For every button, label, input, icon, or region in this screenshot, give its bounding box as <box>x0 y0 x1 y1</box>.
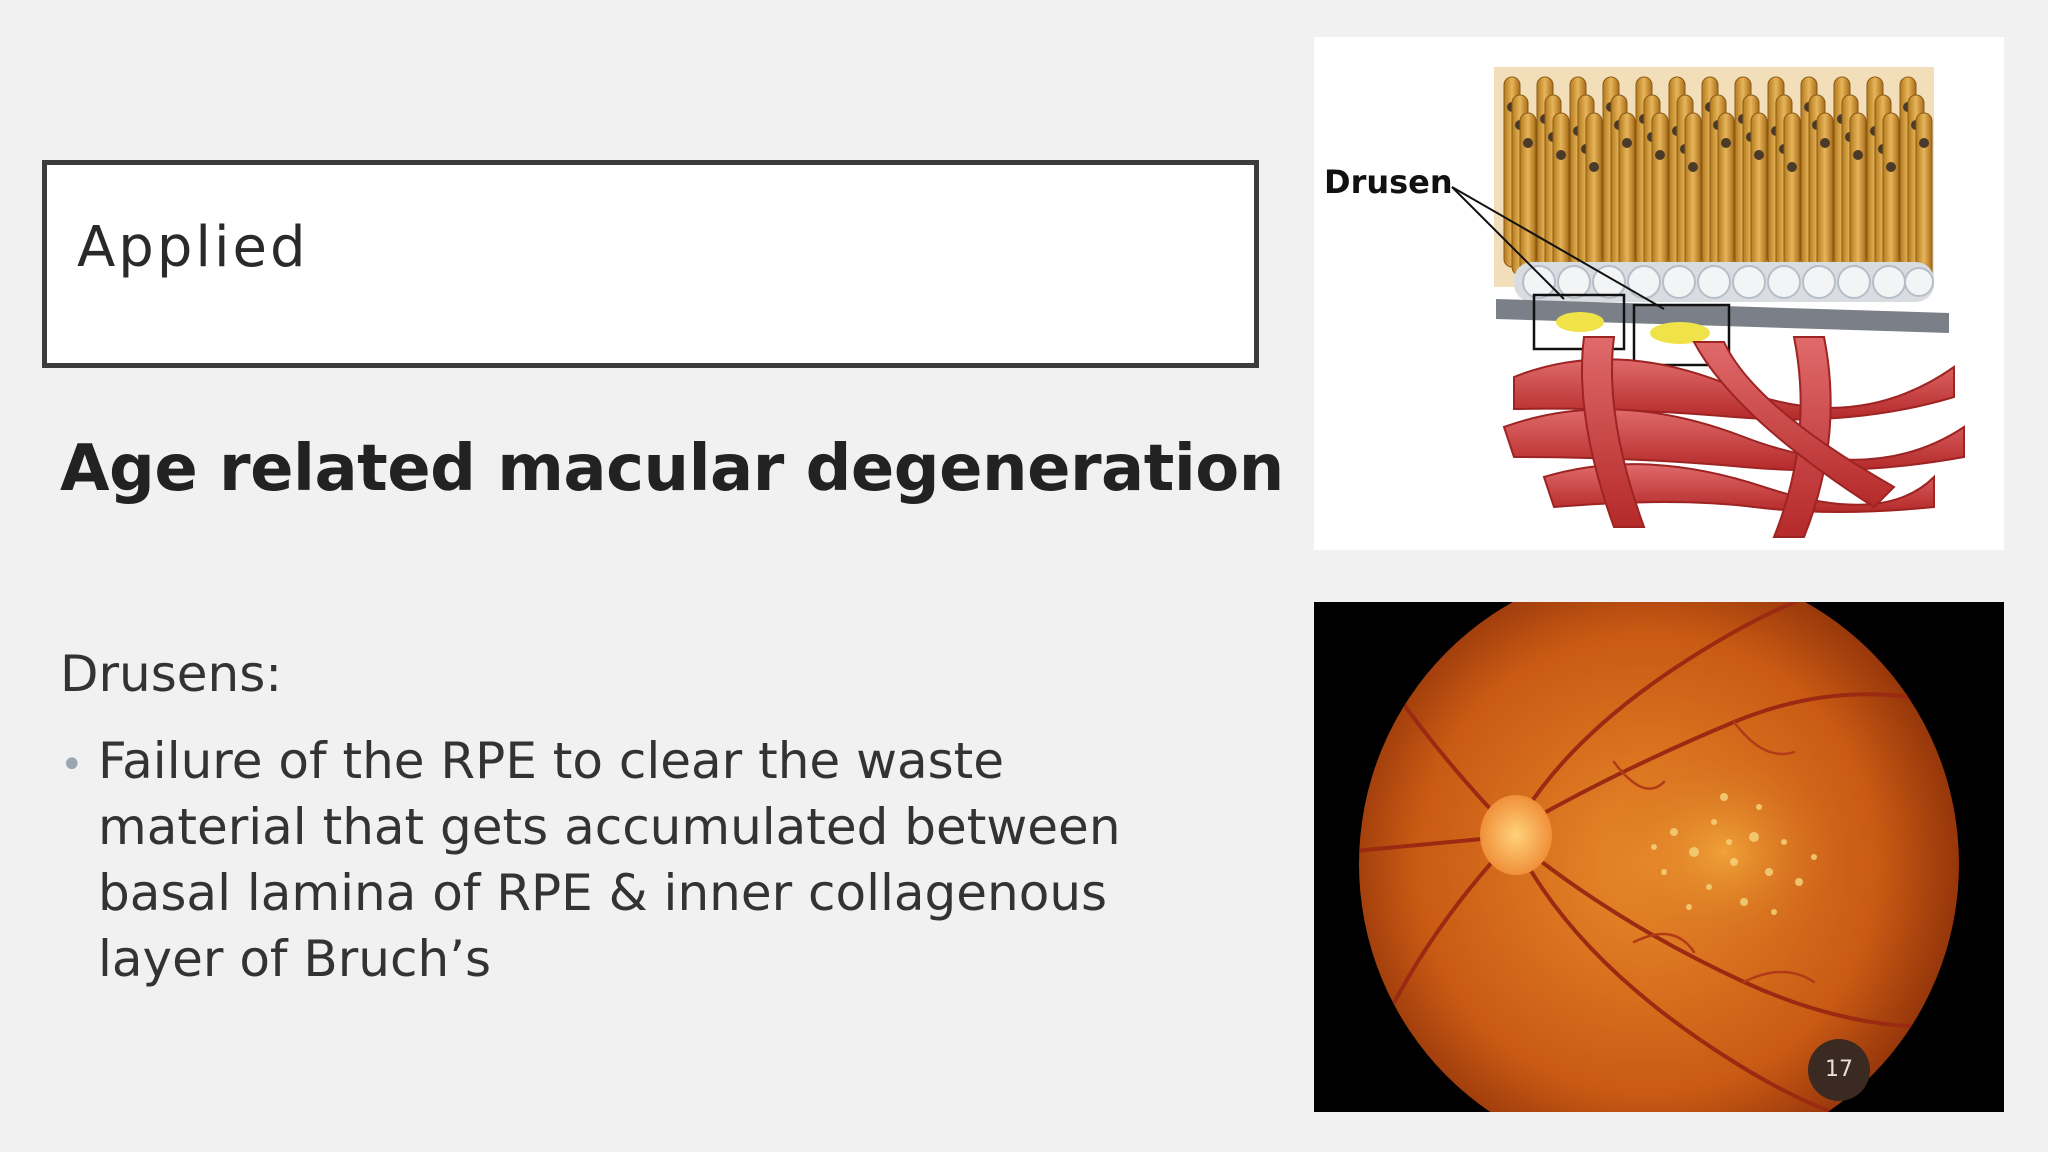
macula <box>1604 747 1844 957</box>
drusen-spots <box>1651 793 1817 915</box>
bullet-text: Failure of the RPE to clear the waste ma… <box>98 732 1121 988</box>
rpe-layer <box>1514 262 1934 302</box>
drusen-label: Drusen <box>1324 163 1453 201</box>
drusen-callout: Drusen <box>1324 163 1665 310</box>
bruch-membrane <box>1496 299 1949 333</box>
drusen-deposits <box>1532 293 1731 367</box>
bullet-dot-icon: • <box>60 742 84 788</box>
retina-layers-diagram: Drusen <box>1314 37 2004 550</box>
bullet-item: • Failure of the RPE to clear the waste … <box>60 728 1220 992</box>
fundus-photograph <box>1314 602 2004 1112</box>
slide-heading: Age related macular degeneration <box>60 432 1284 506</box>
title-box: Applied <box>42 160 1259 368</box>
subheading: Drusens: <box>60 645 283 703</box>
slide-kicker: Applied <box>77 215 309 280</box>
choroid-vessels <box>1502 336 1965 538</box>
optic-disc <box>1480 795 1552 875</box>
photoreceptor-layer <box>1494 67 1934 287</box>
fundus-graphic <box>1359 602 1959 1112</box>
retina-diagram-graphic: Drusen <box>1324 67 1965 538</box>
page-number-badge: 17 <box>1808 1039 1870 1101</box>
